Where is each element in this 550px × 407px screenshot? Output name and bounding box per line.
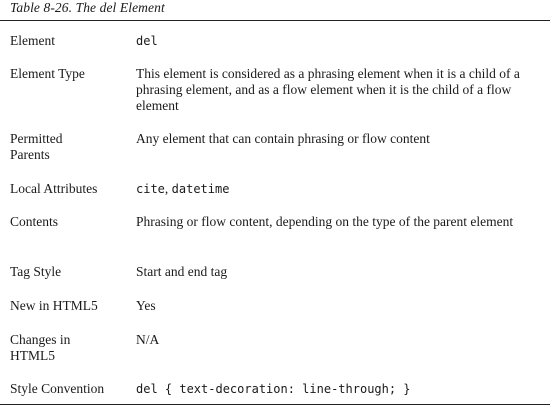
attr-datetime: datetime	[171, 182, 230, 196]
row-label: Style Convention	[10, 381, 105, 396]
row-label: Element	[10, 33, 55, 48]
row-value: del { text-decoration: line-through; }	[136, 382, 411, 396]
row-value: Start and end tag	[136, 264, 228, 279]
attr-separator: ,	[164, 181, 172, 196]
row-value: Yes	[136, 298, 156, 313]
row-value: cite, datetime	[136, 181, 540, 197]
row-value: del	[136, 34, 158, 48]
row-label: New in HTML5	[10, 298, 98, 313]
row-label: Element Type	[10, 66, 85, 81]
row-label: Permitted Parents	[10, 131, 63, 162]
row-label: Changes in HTML5	[10, 332, 71, 363]
row-label: Local Attributes	[10, 181, 98, 196]
row-label: Tag Style	[10, 264, 62, 279]
row-value: This element is considered as a phrasing…	[136, 66, 520, 113]
row-value: Phrasing or flow content, depending on t…	[136, 214, 514, 229]
attr-cite: cite	[136, 182, 165, 196]
table-bottom-rule	[0, 404, 550, 405]
table-caption: Table 8-26. The del Element	[10, 0, 165, 15]
row-value: Any element that can contain phrasing or…	[136, 131, 430, 146]
table-top-rule	[0, 20, 550, 21]
row-label: Contents	[10, 214, 59, 229]
row-value: N/A	[136, 332, 160, 347]
